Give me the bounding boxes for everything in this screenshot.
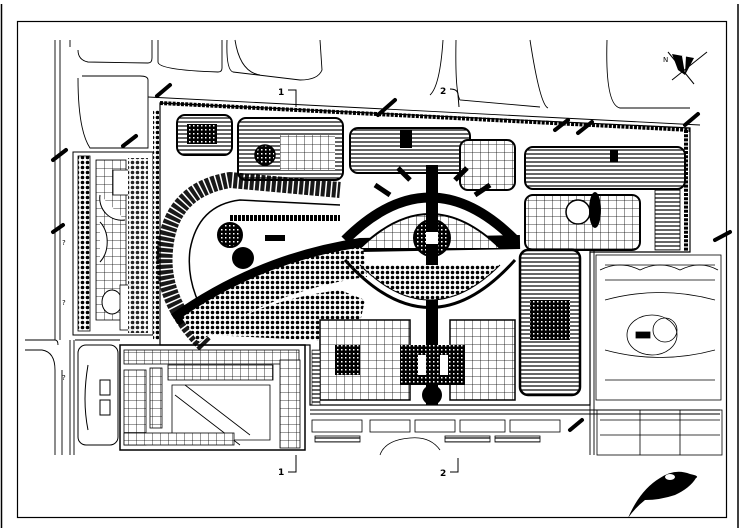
section-marker-1-bottom: 1 [278, 455, 297, 478]
section-label: 1 [278, 468, 284, 478]
road-marker: ? [62, 374, 66, 382]
section-label: 2 [440, 87, 446, 97]
section-label: 1 [278, 88, 284, 98]
south-central-blocks [311, 248, 582, 406]
road-marker: ? [62, 299, 66, 307]
sheet-edges [0, 4, 739, 528]
north-label: N [663, 56, 668, 64]
tree-row-west [153, 110, 159, 340]
street-tree-markers [51, 83, 732, 432]
south-row-housing [311, 419, 561, 456]
tree-row-north [159, 101, 691, 132]
section-label: 2 [440, 469, 446, 479]
road-marker: ? [62, 239, 66, 247]
drawing-frame [16, 20, 728, 519]
section-marker-2-bottom: 2 [440, 458, 459, 479]
southwest-housing-block [77, 344, 306, 451]
east-residential-area [595, 254, 723, 456]
road-markers: ? ? ? [62, 239, 66, 382]
north-arrow-icon: N [663, 51, 708, 85]
section-marker-1-top: 1 [278, 88, 297, 107]
leaf-logo-icon [628, 471, 698, 518]
roads [25, 39, 720, 455]
section-marker-2-top: 2 [440, 87, 460, 108]
west-commercial-block [72, 151, 154, 336]
west-curved-housing-ring [156, 171, 341, 351]
diagonal-greenway [170, 235, 521, 326]
north-housing-blocks [176, 114, 686, 251]
